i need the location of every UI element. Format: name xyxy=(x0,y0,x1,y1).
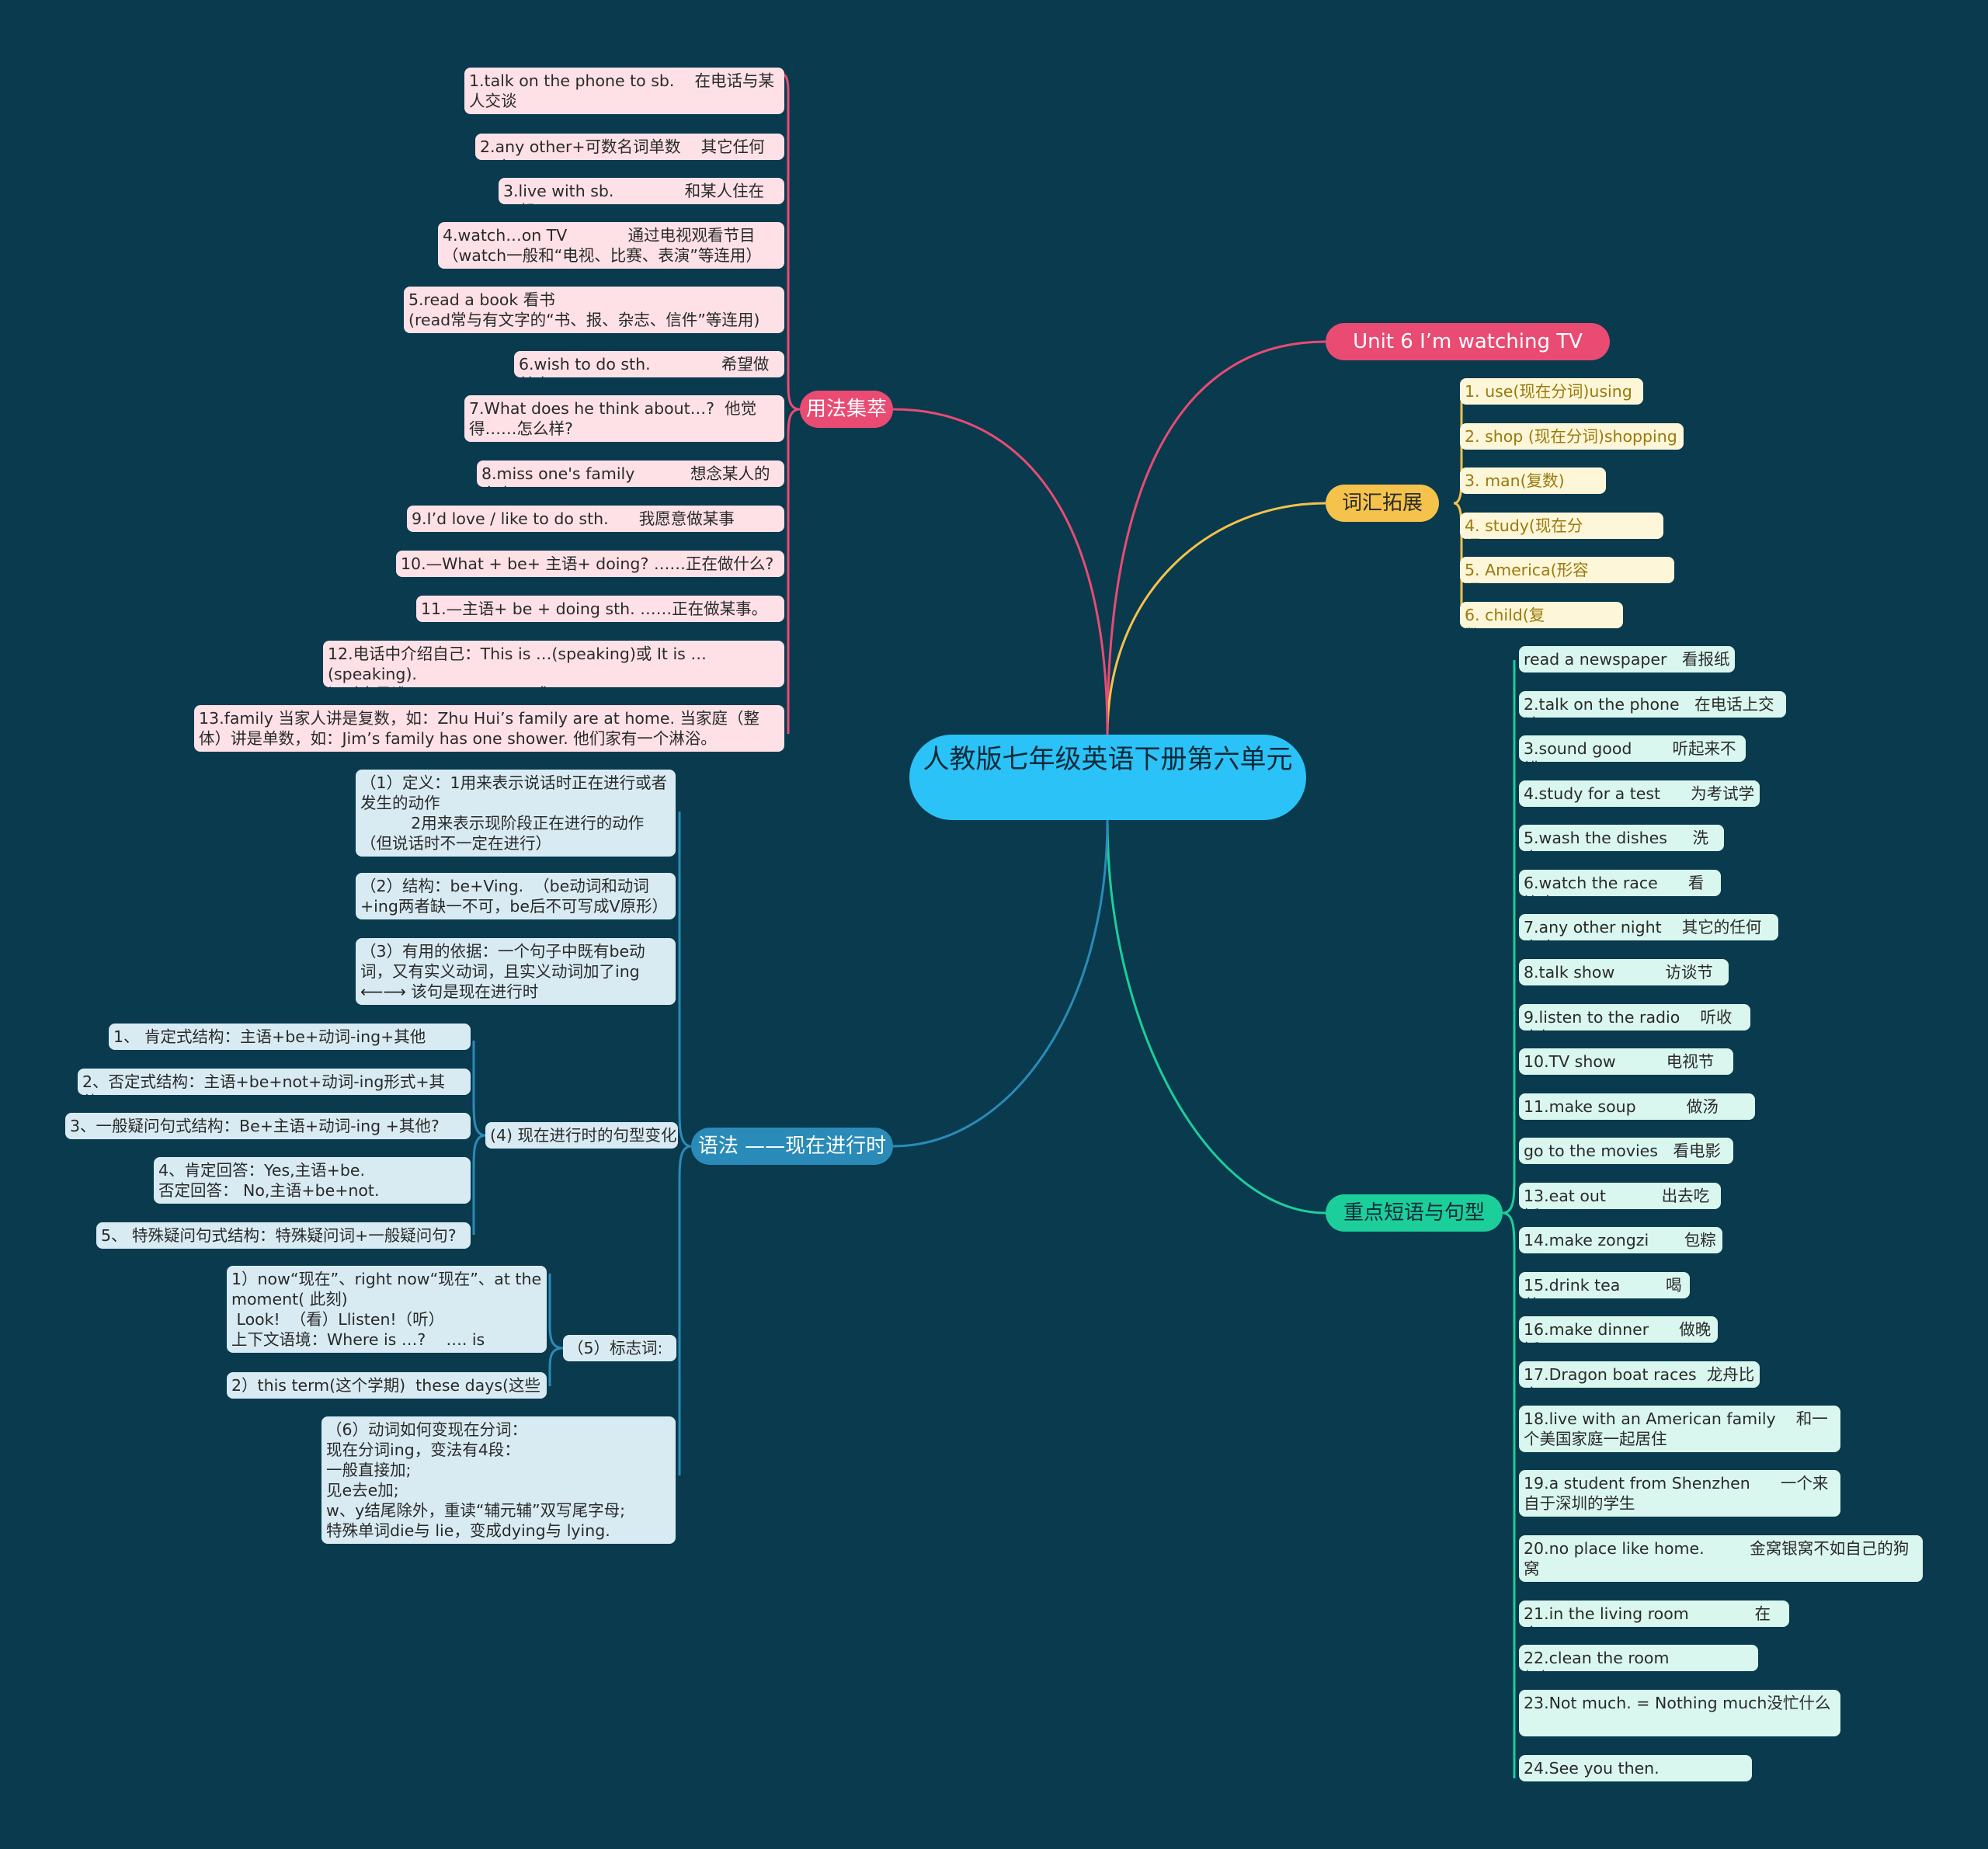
phrase-item[interactable]: 4.study for a test 为考试学习 xyxy=(1519,780,1760,807)
usage-item[interactable]: 3.live with sb. 和某人住在一起 xyxy=(499,178,784,204)
usage-item[interactable]: 2.any other+可数名词单数 其它任何一个 xyxy=(475,134,784,160)
phrase-item[interactable]: 5.wash the dishes 洗盘子 xyxy=(1519,825,1724,851)
phrase-item[interactable]: 19.a student from Shenzhen 一个来自于深圳的学生 xyxy=(1519,1470,1840,1517)
phrase-item[interactable]: 10.TV show 电视节目 xyxy=(1519,1048,1733,1075)
phrase-item[interactable]: read a newspaper 看报纸 xyxy=(1519,646,1735,673)
usage-item[interactable]: 12.电话中介绍自己：This is …(speaking)或 It is …(… xyxy=(323,641,784,687)
branch-phrases-label: 重点短语与句型 xyxy=(1343,1201,1485,1225)
vocab-item[interactable]: 6. child(复数)children xyxy=(1460,602,1623,628)
usage-item[interactable]: 5.read a book 看书 (read常与有文字的“书、报、杂志、信件”等… xyxy=(404,287,784,333)
usage-item[interactable]: 9.I’d love / like to do sth. 我愿意做某事 xyxy=(407,506,784,532)
usage-item[interactable]: 8.miss one's family 想念某人的家人 xyxy=(477,461,784,487)
usage-item[interactable]: 11.—主语+ be + doing sth. ……正在做某事。 xyxy=(416,596,784,622)
branch-vocab[interactable]: 词汇拓展 xyxy=(1326,485,1439,522)
phrase-item[interactable]: 15.drink tea 喝茶 xyxy=(1519,1272,1690,1298)
branch-vocab-label: 词汇拓展 xyxy=(1341,492,1423,515)
phrase-item[interactable]: 2.talk on the phone 在电话上交谈 xyxy=(1519,691,1786,718)
root-label: 人教版七年级英语下册第六单元 xyxy=(923,744,1293,775)
branch-usage-label: 用法集萃 xyxy=(805,398,887,421)
sentence-form-item[interactable]: 4、肯定回答：Yes,主语+be. 否定回答： No,主语+be+not. xyxy=(154,1157,471,1204)
phrase-item[interactable]: 8.talk show 访谈节目 xyxy=(1519,959,1729,985)
vocab-item[interactable]: 2. shop (现在分词)shopping xyxy=(1460,423,1684,450)
usage-item[interactable]: 6.wish to do sth. 希望做某事 xyxy=(514,351,784,377)
phrase-item[interactable]: 14.make zongzi 包粽子 xyxy=(1519,1227,1722,1253)
signal-word-item[interactable]: 2）this term(这个学期) these days(这些天) xyxy=(227,1372,547,1399)
branch-unit-title-label: Unit 6 I’m watching TV xyxy=(1353,330,1583,353)
branch-grammar[interactable]: 语法 ——现在进行时 xyxy=(691,1128,893,1165)
sentence-form-item[interactable]: 3、一般疑问句式结构：Be+主语+动词-ing +其他? xyxy=(65,1113,471,1139)
usage-item[interactable]: 7.What does he think about…? 他觉得……怎么样? xyxy=(464,395,784,442)
branch-usage[interactable]: 用法集萃 xyxy=(800,391,893,428)
phrase-item[interactable]: 6.watch the race 看比赛 xyxy=(1519,870,1721,896)
sentence-form-item[interactable]: 2、否定式结构：主语+be+not+动词-ing形式+其他. xyxy=(78,1069,471,1095)
grammar-basis[interactable]: （3）有用的依据：一个句子中既有be动词，又有实义动词，且实义动词加了ing ⟵… xyxy=(356,938,676,1005)
usage-item[interactable]: 13.family 当家人讲是复数，如：Zhu Hui’s family are… xyxy=(194,705,784,752)
branch-phrases[interactable]: 重点短语与句型 xyxy=(1326,1194,1503,1232)
phrase-item[interactable]: 11.make soup 做汤 xyxy=(1519,1093,1755,1120)
sentence-forms-label[interactable]: (4) 现在进行时的句型变化 xyxy=(485,1122,678,1149)
sentence-form-item[interactable]: 1、 肯定式结构：主语+be+动词-ing+其他 xyxy=(109,1024,471,1050)
phrase-item[interactable]: 22.clean the room 打扫 xyxy=(1519,1645,1758,1671)
sentence-form-item[interactable]: 5、 特殊疑问句式结构：特殊疑问词+一般疑问句? xyxy=(96,1222,471,1249)
phrase-item[interactable]: 7.any other night 其它的任何夜晚 xyxy=(1519,914,1778,940)
grammar-structure[interactable]: （2）结构：be+Ving. （be动词和动词+ing两者缺一不可，be后不可写… xyxy=(356,873,676,919)
phrase-item[interactable]: 9.listen to the radio 听收音机 xyxy=(1519,1004,1750,1031)
branch-unit-title[interactable]: Unit 6 I’m watching TV xyxy=(1326,323,1610,360)
phrase-item[interactable]: 18.live with an American family 和一个美国家庭一… xyxy=(1519,1406,1840,1452)
branch-grammar-label: 语法 ——现在进行时 xyxy=(697,1135,887,1158)
vocab-item[interactable]: 3. man(复数) men xyxy=(1460,467,1606,494)
grammar-participle[interactable]: （6）动词如何变现在分词： 现在分词ing，变法有4段： 一般直接加; 见e去e… xyxy=(321,1416,676,1544)
phrase-item[interactable]: 23.Not much. = Nothing much没忙什么 xyxy=(1519,1690,1840,1736)
phrase-item[interactable]: go to the movies 看电影 xyxy=(1519,1138,1733,1164)
phrase-item[interactable]: 3.sound good 听起来不错 xyxy=(1519,735,1746,762)
grammar-definition[interactable]: （1）定义：1用来表示说话时正在进行或者发生的动作 2用来表示现阶段正在进行的动… xyxy=(356,770,676,857)
phrase-item[interactable]: 24.See you then. 再见 xyxy=(1519,1755,1752,1781)
phrase-item[interactable]: 17.Dragon boat races 龙舟比赛 xyxy=(1519,1361,1760,1388)
vocab-item[interactable]: 4. study(现在分词)studying xyxy=(1460,513,1663,539)
signal-word-item[interactable]: 1）now“现在”、right now“现在”、at the moment( 此… xyxy=(227,1266,547,1353)
root-topic[interactable]: 人教版七年级英语下册第六单元 xyxy=(909,735,1306,820)
phrase-item[interactable]: 16.make dinner 做晚饭 xyxy=(1519,1316,1718,1343)
phrase-item[interactable]: 13.eat out 出去吃饭 xyxy=(1519,1183,1721,1209)
phrase-item[interactable]: 20.no place like home. 金窝银窝不如自己的狗窝 (East… xyxy=(1519,1535,1923,1582)
vocab-item[interactable]: 1. use(现在分词)using xyxy=(1460,378,1643,405)
phrase-item[interactable]: 21.in the living room 在客厅 xyxy=(1519,1600,1789,1627)
usage-item[interactable]: 4.watch…on TV 通过电视观看节目 （watch一般和“电视、比赛、表… xyxy=(438,222,784,269)
usage-item[interactable]: 10.—What + be+ 主语+ doing? ……正在做什么? xyxy=(396,551,784,577)
vocab-item[interactable]: 5. America(形容词)American xyxy=(1460,557,1674,583)
usage-item[interactable]: 1.talk on the phone to sb. 在电话与某人交谈 xyxy=(464,68,784,114)
signal-words-label[interactable]: （5）标志词: xyxy=(563,1335,676,1361)
